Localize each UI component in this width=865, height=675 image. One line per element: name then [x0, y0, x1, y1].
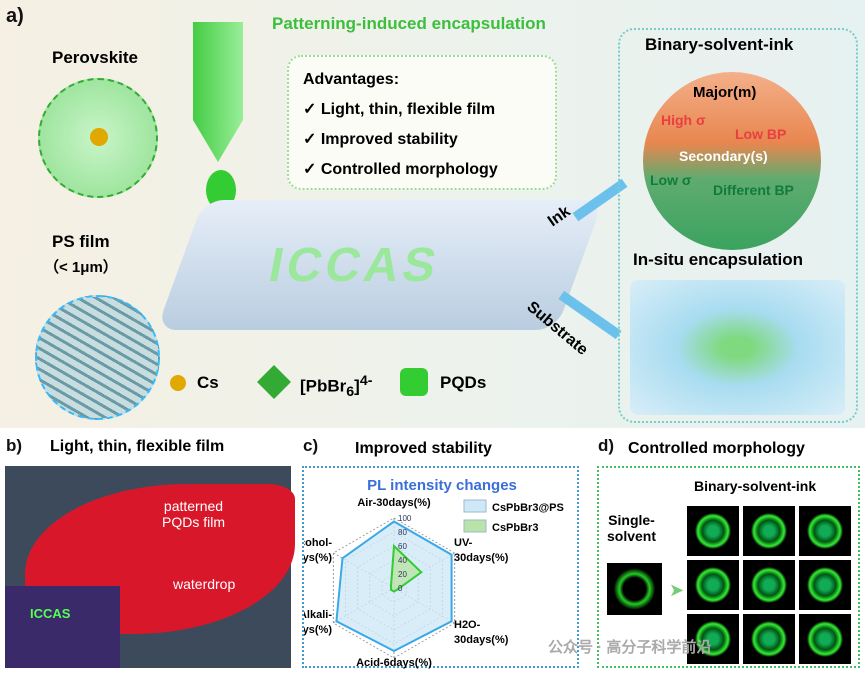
perovskite-label: Perovskite	[52, 48, 138, 67]
binary-ink-label: Binary-solvent-ink	[694, 478, 817, 494]
cs-atom-icon	[90, 128, 108, 146]
panel-d-title: Controlled morphology	[628, 440, 805, 457]
tick-label: 80	[398, 528, 407, 537]
inset-text: ICCAS	[30, 606, 71, 621]
pbbr6-legend-icon	[257, 365, 291, 399]
tick-label: 100	[398, 514, 412, 523]
low-sigma-label: Low σ	[650, 172, 692, 188]
solvent-sphere: Major(m) High σ Low BP Secondary(s) Low …	[643, 72, 821, 250]
axis-label: Alcohol-	[304, 537, 332, 549]
tick-label: 0	[398, 584, 403, 593]
axis-label: 30days(%)	[454, 552, 509, 564]
axis-label: UV-	[454, 537, 473, 549]
axis-label: 6days(%)	[304, 552, 332, 564]
ps-film-label: PS film	[52, 232, 110, 251]
different-bp-label: Different BP	[713, 182, 794, 198]
arrow-right-icon: ➤	[669, 580, 685, 600]
pipette-image	[193, 22, 243, 162]
axis-label: Alkali-	[304, 609, 332, 621]
encapsulation-image	[630, 280, 845, 415]
morphology-image	[799, 614, 851, 664]
panel-d-box: Binary-solvent-ink Single- solvent ➤	[597, 466, 860, 668]
insitu-title: In-situ encapsulation	[633, 250, 804, 269]
panel-b-title: Light, thin, flexible film	[50, 438, 225, 455]
advantage-item: ✓ Controlled morphology	[303, 161, 498, 178]
morphology-image	[687, 614, 739, 664]
morphology-image	[799, 560, 851, 610]
panel-c-box: PL intensity changes 0 20 40 60 80 100 Air-30da…	[284, 466, 579, 669]
cs-legend-icon	[170, 375, 186, 391]
advantage-item: ✓ Light, thin, flexible film	[303, 101, 496, 118]
tick-label: 40	[398, 556, 407, 565]
tick-label: 20	[398, 570, 407, 579]
axis-label: 6days(%)	[304, 624, 332, 636]
panel-a: a) Patterning-induced encapsulation Pero…	[0, 0, 865, 428]
series-CsPbBr3	[389, 543, 423, 593]
morphology-image	[743, 560, 795, 610]
axis-label: H2O-	[454, 619, 481, 631]
morphology-image	[687, 506, 739, 556]
annotation-waterdrop: waterdrop	[173, 576, 236, 592]
watermark: 公众号 · 高分子科学前沿	[548, 639, 712, 656]
chart-title: PL intensity changes	[367, 477, 517, 494]
panel-c-title: Improved stability	[355, 440, 492, 457]
tick-label: 60	[398, 542, 407, 551]
axis-label: Air-30days(%)	[357, 497, 431, 509]
pqds-legend-label: PQDs	[440, 373, 487, 392]
panel-c-label: c)	[303, 436, 319, 455]
panel-a-title: Patterning-induced encapsulation	[272, 14, 546, 33]
low-bp-label: Low BP	[735, 126, 787, 142]
perovskite-structure-image	[38, 78, 158, 198]
pbbr6-legend-label: [PbBr6]4-	[300, 373, 373, 401]
panel-a-label: a)	[6, 5, 24, 27]
cs-legend-label: Cs	[197, 373, 219, 392]
high-sigma-label: High σ	[661, 112, 706, 128]
morphology-image	[687, 560, 739, 610]
single-solvent-label: Single- solvent	[607, 512, 657, 544]
axis-label: 30days(%)	[454, 634, 509, 646]
morphology-image	[799, 506, 851, 556]
binary-title: Binary-solvent-ink	[645, 35, 794, 54]
legend-swatch	[463, 499, 487, 513]
radar-chart: PL intensity changes 0 20 40 60 80 100 Air-30da…	[284, 477, 564, 669]
pqds-legend-icon	[400, 368, 428, 396]
panel-d-label: d)	[598, 436, 615, 455]
advantage-item: ✓ Improved stability	[303, 131, 458, 148]
film-pattern-text: ICCAS	[264, 239, 445, 292]
secondary-label: Secondary(s)	[679, 148, 768, 164]
advantages-box: Advantages: ✓ Light, thin, flexible film…	[287, 55, 557, 190]
right-box	[618, 28, 858, 423]
legend-label: CsPbBr3	[492, 522, 538, 534]
morphology-image	[743, 506, 795, 556]
ps-thickness-label: （< 1μm）	[44, 259, 118, 276]
inset-uv-photo: ICCAS	[5, 586, 120, 668]
panel-b-label: b)	[6, 436, 23, 455]
single-solvent-image	[607, 563, 662, 615]
legend-swatch	[463, 519, 487, 533]
advantages-title: Advantages:	[303, 71, 400, 88]
ps-fiber-image	[35, 295, 160, 420]
axis-label: Acid-6days(%)	[356, 657, 432, 669]
morphology-image	[743, 614, 795, 664]
major-label: Major(m)	[693, 84, 757, 101]
legend-label: CsPbBr3@PS	[492, 502, 564, 514]
